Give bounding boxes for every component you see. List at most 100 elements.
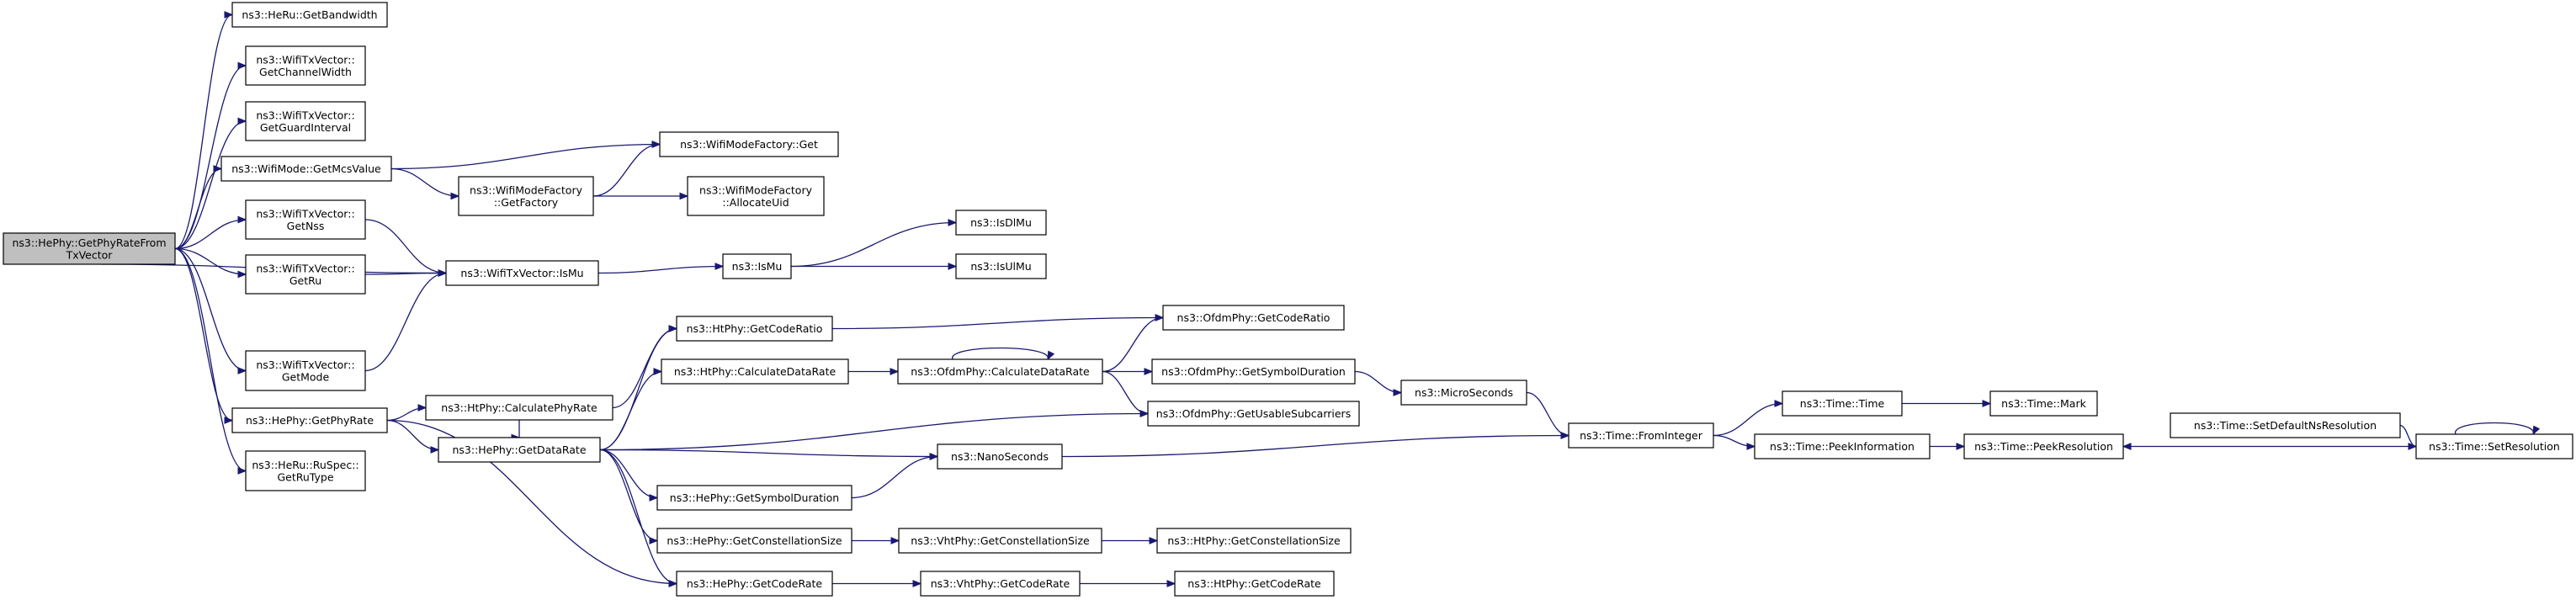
node-he-gpr[interactable]: ns3::HePhy::GetPhyRate — [231, 407, 388, 433]
node-ht-gcr[interactable]: ns3::HtPhy::GetCodeRatio — [676, 316, 833, 342]
node-ismu[interactable]: ns3::IsMu — [722, 253, 792, 279]
edge-ht-cdr-to-of-cdr — [848, 368, 900, 375]
node-label: ns3::HePhy::GetSymbolDuration — [670, 491, 839, 504]
edge-line — [390, 167, 459, 197]
node-time-pr[interactable]: ns3::Time::PeekResolution — [1963, 433, 2124, 459]
edge-he-gdr-to-ht-cdr — [599, 368, 663, 451]
node-micros[interactable]: ns3::MicroSeconds — [1400, 380, 1527, 406]
edge-arrowhead — [1774, 400, 1784, 407]
node-of-gcr[interactable]: ns3::OfdmPhy::GetCodeRatio — [1162, 305, 1345, 331]
node-label: GetGuardInterval — [260, 121, 351, 134]
node-he-gsd[interactable]: ns3::HePhy::GetSymbolDuration — [656, 485, 852, 511]
edge-line — [1102, 370, 1149, 415]
node-box — [445, 260, 599, 286]
node-label: ns3::WifiModeFactory::Get — [680, 138, 818, 151]
edge-arrowhead — [1155, 314, 1165, 321]
node-time-pi[interactable]: ns3::Time::PeekInformation — [1754, 433, 1931, 459]
node-label: GetRu — [289, 274, 321, 287]
edge-wm-mcs-to-wmf-get — [390, 141, 661, 170]
node-txv-ismu[interactable]: ns3::WifiTxVector::IsMu — [445, 260, 599, 286]
node-label: GetMode — [282, 370, 330, 383]
node-txv-mode[interactable]: ns3::WifiTxVector::GetMode — [245, 350, 366, 391]
edge-arrowhead — [668, 325, 678, 332]
node-txv-ru[interactable]: ns3::WifiTxVector::GetRu — [245, 254, 366, 295]
node-label: ns3::HePhy::GetCodeRate — [687, 577, 823, 590]
edge-he-gcrate-to-vht-gcrate — [832, 580, 922, 587]
node-he-gdr[interactable]: ns3::HePhy::GetDataRate — [438, 437, 601, 463]
edge-arrowhead — [237, 367, 247, 374]
edge-micros-to-time-fi — [1526, 391, 1570, 439]
edge-line — [2455, 422, 2534, 435]
edge-arrowhead — [237, 215, 247, 224]
node-box — [458, 176, 594, 216]
edge-he-gdr-to-nanos — [599, 449, 939, 460]
node-time-sdnr[interactable]: ns3::Time::SetDefaultNsResolution — [2170, 412, 2401, 438]
edge-he-gdr-to-he-gsd — [599, 449, 659, 502]
edge-arrowhead — [2122, 443, 2132, 450]
edge-root-to-heru-rut — [174, 247, 247, 475]
node-vht-gcrate[interactable]: ns3::VhtPhy::GetCodeRate — [920, 571, 1081, 597]
node-heru-rut[interactable]: ns3::HeRu::RuSpec::GetRuType — [245, 450, 366, 491]
edge-line — [599, 449, 938, 458]
node-box — [898, 528, 1102, 554]
node-label: ns3::MicroSeconds — [1415, 386, 1513, 399]
node-label: ns3::OfdmPhy::CalculateDataRate — [911, 365, 1090, 378]
node-of-cdr[interactable]: ns3::OfdmPhy::CalculateDataRate — [897, 358, 1103, 385]
edge-line — [790, 221, 957, 268]
edge-root-to-txv-nss — [174, 215, 247, 250]
node-box — [1754, 433, 1931, 459]
node-wmf-gf[interactable]: ns3::WifiModeFactory::GetFactory — [458, 176, 594, 216]
edge-he-gpr-to-ht-cpr — [386, 404, 428, 422]
node-label: ns3::OfdmPhy::GetUsableSubcarriers — [1156, 407, 1351, 420]
node-label: GetNss — [287, 220, 325, 232]
node-box — [722, 253, 792, 279]
edge-line — [174, 247, 247, 275]
node-wm-mcs[interactable]: ns3::WifiMode::GetMcsValue — [220, 156, 392, 182]
node-isdlmu[interactable]: ns3::IsDlMu — [955, 210, 1047, 236]
node-txv-nss[interactable]: ns3::WifiTxVector::GetNss — [245, 199, 366, 240]
node-ht-cdr[interactable]: ns3::HtPhy::CalculateDataRate — [661, 358, 849, 385]
edge-arrowhead — [890, 368, 900, 375]
node-box — [245, 199, 366, 240]
edge-line — [174, 247, 247, 472]
node-time-sr[interactable]: ns3::Time::SetResolution — [2415, 433, 2573, 459]
node-nanos[interactable]: ns3::NanoSeconds — [937, 443, 1063, 470]
node-vht-gcs[interactable]: ns3::VhtPhy::GetConstellationSize — [898, 528, 1102, 554]
edge-time-pi-to-time-pr — [1929, 443, 1966, 450]
node-wmf-au[interactable]: ns3::WifiModeFactory::AllocateUid — [687, 176, 825, 216]
node-time-fi[interactable]: ns3::Time::FromInteger — [1568, 422, 1714, 449]
node-wmf-get[interactable]: ns3::WifiModeFactory::Get — [659, 131, 839, 157]
node-box — [687, 176, 825, 216]
node-label: ns3::HePhy::GetPhyRate — [246, 414, 374, 427]
node-label: ns3::HtPhy::GetCodeRate — [1187, 577, 1321, 590]
edge-line — [952, 347, 1049, 360]
edge-arrowhead — [668, 580, 678, 587]
node-of-gus[interactable]: ns3::OfdmPhy::GetUsableSubcarriers — [1147, 401, 1360, 427]
node-ht-gcrate[interactable]: ns3::HtPhy::GetCodeRate — [1174, 571, 1335, 597]
edge-root-to-txv-gi — [174, 117, 247, 250]
node-label: ns3::WifiMode::GetMcsValue — [231, 162, 381, 175]
node-box — [231, 2, 388, 28]
edge-line — [386, 419, 439, 451]
node-he-gcrate[interactable]: ns3::HePhy::GetCodeRate — [676, 571, 833, 597]
node-isulmu[interactable]: ns3::IsUlMu — [955, 253, 1047, 279]
node-time-mark[interactable]: ns3::Time::Mark — [1989, 390, 2098, 417]
edge-line — [386, 419, 677, 585]
node-label: ns3::IsDlMu — [970, 216, 1032, 229]
node-heru-bw[interactable]: ns3::HeRu::GetBandwidth — [231, 2, 388, 28]
node-label: ns3::WifiTxVector:: — [256, 207, 354, 220]
node-he-gcs[interactable]: ns3::HePhy::GetConstellationSize — [656, 528, 852, 554]
node-ht-gcs[interactable]: ns3::HtPhy::GetConstellationSize — [1156, 528, 1352, 554]
node-of-gsd[interactable]: ns3::OfdmPhy::GetSymbolDuration — [1151, 358, 1356, 385]
node-txv-cw[interactable]: ns3::WifiTxVector::GetChannelWidth — [245, 45, 366, 86]
edge-root-to-heru-bw — [174, 11, 234, 250]
node-ht-cpr[interactable]: ns3::HtPhy::CalculatePhyRate — [425, 395, 613, 421]
edge-arrowhead — [948, 219, 958, 226]
edge-arrowhead — [929, 453, 939, 460]
node-txv-gi[interactable]: ns3::WifiTxVector::GetGuardInterval — [245, 101, 366, 141]
node-time-time[interactable]: ns3::Time::Time — [1782, 390, 1903, 417]
edge-wm-mcs-to-wmf-gf — [390, 167, 460, 200]
node-label: ns3::Time::SetResolution — [2429, 440, 2560, 453]
edge-time-sr-to-time-pr — [2122, 443, 2416, 450]
